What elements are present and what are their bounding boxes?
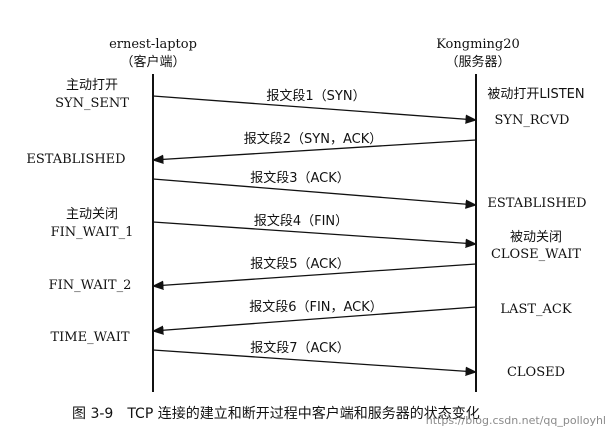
client-state-time-wait: TIME_WAIT	[50, 330, 129, 345]
figure-caption: 图 3-9 TCP 连接的建立和断开过程中客户端和服务器的状态变化	[72, 405, 480, 422]
segment-1-label: 报文段1（SYN）	[266, 89, 365, 104]
client-state-fin-wait-1: FIN_WAIT_1	[51, 225, 134, 240]
segment-2-arrow	[151, 139, 477, 165]
server-state-closed: CLOSED	[507, 365, 565, 380]
watermark: https://blog.csdn.net/qq_polloyhl	[426, 414, 606, 427]
server-role: （服务器）	[445, 54, 510, 70]
segment-7-label: 报文段7（ACK）	[250, 341, 350, 356]
segment-3-arrow	[152, 178, 478, 209]
client-state-active-open: 主动打开	[66, 78, 118, 93]
server-state-last-ack: LAST_ACK	[500, 302, 571, 317]
segment-6-label: 报文段6（FIN，ACK）	[249, 300, 383, 315]
client-name: ernest-laptop	[109, 37, 197, 52]
client-state-established: ESTABLISHED	[26, 152, 125, 167]
server-state-syn-rcvd: SYN_RCVD	[495, 113, 570, 128]
segment-7-arrow	[152, 349, 478, 376]
server-name: Kongming20	[436, 37, 520, 52]
client-state-active-close: 主动关闭	[66, 207, 118, 222]
segment-1-arrow	[152, 95, 478, 124]
segment-4-arrow	[152, 221, 478, 248]
client-state-syn-sent: SYN_SENT	[55, 96, 129, 111]
segment-4-label: 报文段4（FIN）	[254, 214, 348, 229]
server-state-passive-open-listen: 被动打开LISTEN	[487, 87, 584, 102]
segment-3-label: 报文段3（ACK）	[250, 171, 350, 186]
segment-6-arrow	[151, 306, 477, 335]
client-role: （客户端）	[120, 54, 185, 70]
segment-5-label: 报文段5（ACK）	[250, 257, 350, 272]
server-state-close-wait: CLOSE_WAIT	[491, 247, 581, 262]
server-state-established: ESTABLISHED	[487, 196, 586, 211]
server-state-passive-close: 被动关闭	[510, 230, 562, 245]
client-state-fin-wait-2: FIN_WAIT_2	[49, 278, 132, 293]
segment-5-arrow	[151, 263, 477, 290]
segment-2-label: 报文段2（SYN，ACK）	[244, 132, 382, 147]
